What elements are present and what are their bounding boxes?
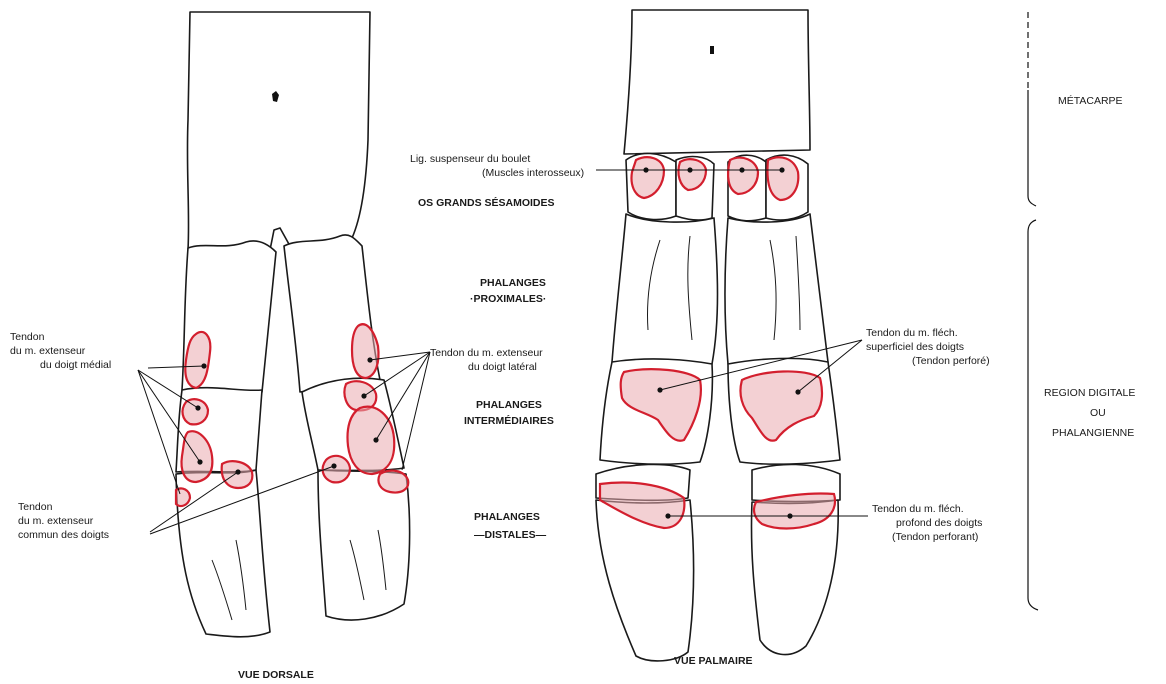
label-lig-1: Lig. suspenseur du boulet [410,153,530,165]
label-superf-3: (Tendon perforé) [912,355,990,367]
label-ext-lateral-1: Tendon du m. extenseur [430,347,543,359]
palmar-metacarpal [624,10,810,154]
label-ext-lateral-2: du doigt latéral [468,361,537,373]
dorsal-insertion-ext-medial-small [176,488,190,506]
dorsal-insertion-ext-lateral-dist [378,471,408,493]
palmar-view: Lig. suspenseur du boulet (Muscles inter… [410,10,990,667]
label-ext-commun-1: Tendon [18,501,53,513]
dorsal-insertion-ext-lateral-prox [352,324,379,378]
region-digital-1: REGION DIGITALE [1044,387,1135,399]
label-superf-2: superficiel des doigts [866,341,964,353]
palmar-nutrient-foramen [710,46,714,54]
label-ext-commun-2: du m. extenseur [18,515,94,527]
label-prof-3: (Tendon perforant) [892,531,978,543]
palmar-proximal-phalanx-lateral [725,214,828,366]
dorsal-view: Tendon du m. extenseur du doigt médial T… [10,12,543,681]
palmar-distal-phalanx-medial [596,500,694,661]
label-sesamoides: OS GRANDS SÉSAMOIDES [418,196,555,209]
label-prof-1: Tendon du m. fléch. [872,503,964,515]
brace-digital [1028,220,1038,610]
region-metacarpe: MÉTACARPE [1058,94,1123,107]
brace-metacarpe-solid [1028,90,1036,206]
region-braces: MÉTACARPE REGION DIGITALE OU PHALANGIENN… [1028,12,1135,610]
label-dist-2: —DISTALES— [474,529,547,541]
view-title-dorsal: VUE DORSALE [238,669,314,681]
label-superf-1: Tendon du m. fléch. [866,327,958,339]
palmar-proximal-phalanx-medial [612,214,718,366]
label-ext-medial-1: Tendon [10,331,45,343]
palmar-insertion-suspensory-4 [768,157,799,200]
label-prox-1: PHALANGES [480,277,546,289]
label-ext-medial-2: du m. extenseur [10,345,86,357]
label-prox-2: ·PROXIMALES· [470,293,546,305]
dorsal-insertion-ext-medial-mid [183,399,208,424]
label-ext-commun-3: commun des doigts [18,529,109,541]
region-digital-3: PHALANGIENNE [1052,427,1134,439]
dorsal-insertion-ext-lateral-big [348,407,395,474]
label-inter-2: INTERMÉDIAIRES [464,414,554,427]
dorsal-metacarpal [187,12,370,250]
label-prof-2: profond des doigts [896,517,982,529]
dorsal-insertion-ext-medial-dist [222,461,253,488]
view-title-palmar: VUE PALMAIRE [674,655,753,667]
label-ext-medial-3: du doigt médial [40,359,111,371]
region-digital-2: OU [1090,407,1106,419]
label-lig-2: (Muscles interosseux) [482,167,584,179]
label-inter-1: PHALANGES [476,399,542,411]
label-dist-1: PHALANGES [474,511,540,523]
